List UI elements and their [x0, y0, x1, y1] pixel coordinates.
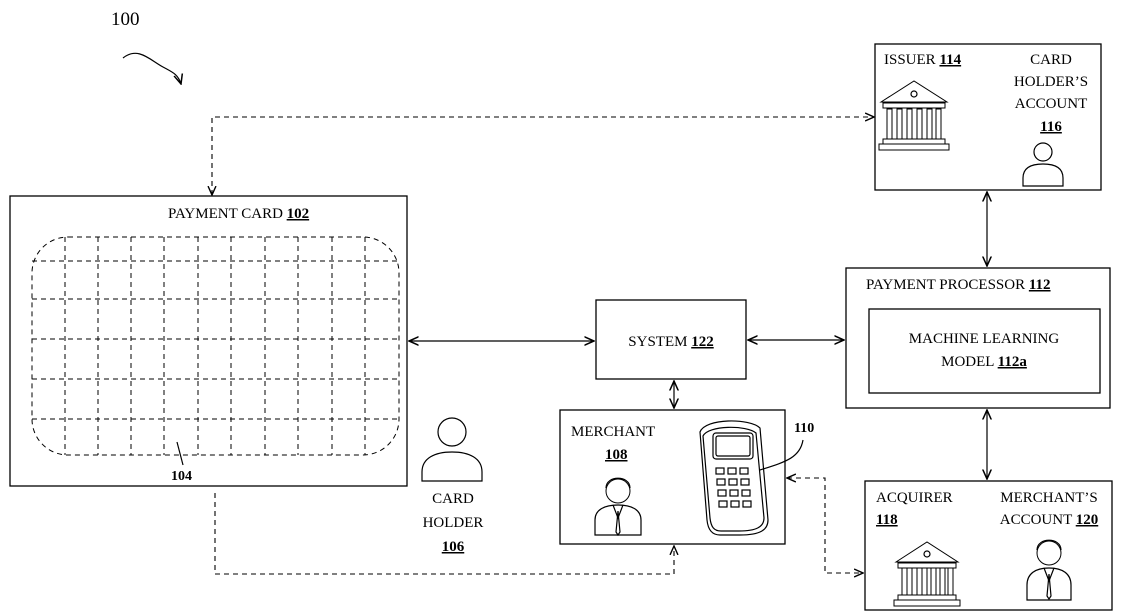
acquirer-block: ACQUIRER 118 MERCHANT’S ACCOUNT 120	[865, 481, 1112, 610]
acquirer-ref: 118	[876, 512, 898, 528]
system-label: SYSTEM 122	[628, 334, 713, 350]
merchant-label: MERCHANT	[571, 424, 655, 440]
cardholder-account-ref: 116	[1040, 119, 1062, 135]
payment-card-block: PAYMENT CARD 102 104	[10, 196, 407, 486]
ml-model-line1: MACHINE LEARNING	[909, 331, 1060, 347]
card-holder-ref: 106	[442, 539, 465, 555]
merchant-account-line2: ACCOUNT 120	[1000, 512, 1098, 528]
issuer-label: ISSUER 114	[884, 52, 962, 68]
figure-ref-squiggle	[123, 53, 181, 84]
ml-model-box	[869, 309, 1100, 393]
cardholder-account-line1: CARD	[1030, 52, 1072, 68]
figure-ref: 100	[111, 9, 140, 30]
card-grid-ref: 104	[171, 469, 192, 484]
payment-card-label: PAYMENT CARD 102	[168, 206, 309, 222]
card-holder-line1: CARD	[432, 491, 474, 507]
connector-terminal-acquirer	[787, 478, 863, 573]
issuer-block: ISSUER 114 CARD HOLDER’S ACCOUNT 116	[875, 44, 1101, 190]
card-holder-line2: HOLDER	[423, 515, 484, 531]
merchant-ref: 108	[605, 447, 628, 463]
cardholder-account-line3: ACCOUNT	[1015, 96, 1088, 112]
terminal-ref: 110	[794, 421, 814, 436]
system-block: SYSTEM 122	[596, 300, 746, 379]
merchant-account-line1: MERCHANT’S	[1000, 490, 1098, 506]
cardholder-account-line2: HOLDER’S	[1014, 74, 1088, 90]
card-holder: CARD HOLDER 106	[422, 418, 483, 555]
person-icon	[422, 418, 482, 481]
payment-processor-label: PAYMENT PROCESSOR 112	[866, 277, 1051, 293]
ml-model-line2: MODEL 112a	[941, 354, 1027, 370]
acquirer-label: ACQUIRER	[876, 490, 953, 506]
merchant-block: MERCHANT 108	[560, 410, 785, 544]
connector-card-issuer	[212, 117, 874, 195]
payment-processor-block: PAYMENT PROCESSOR 112 MACHINE LEARNING M…	[846, 268, 1110, 408]
